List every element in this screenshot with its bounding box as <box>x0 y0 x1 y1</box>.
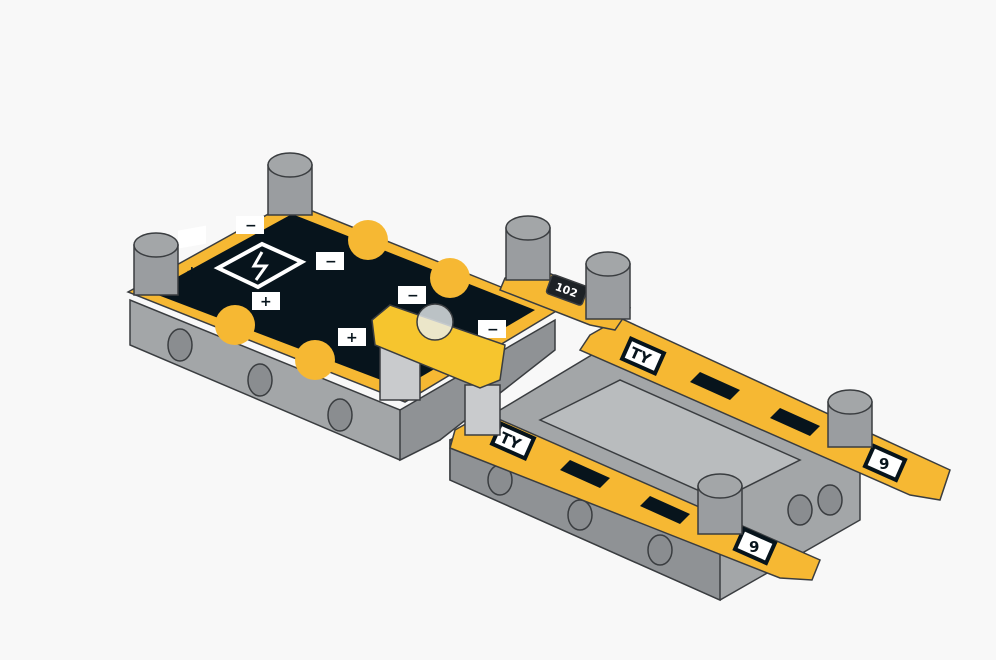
minus-label: − <box>325 254 337 270</box>
battery-charging-icon <box>213 241 307 290</box>
pin <box>697 473 743 535</box>
pin <box>133 232 179 296</box>
pins <box>133 152 873 535</box>
upper-strip: TY 9 <box>578 317 951 501</box>
pin <box>267 152 313 216</box>
pin <box>505 215 551 281</box>
upper-strip-label-bg <box>619 335 667 377</box>
plus-label: + <box>260 294 272 310</box>
lower-end-label: 9 <box>749 538 759 556</box>
upper-end-label: 9 <box>879 455 889 473</box>
pin <box>827 389 873 448</box>
minus-label: − <box>245 218 257 234</box>
yellow-connector <box>371 303 506 436</box>
minus-label: − <box>487 322 499 338</box>
pin <box>585 251 631 320</box>
plus-label: + <box>186 264 198 280</box>
chip <box>545 274 589 306</box>
lower-strip: TY 9 <box>449 412 821 581</box>
plus-label: + <box>346 330 358 346</box>
minus-label: − <box>407 288 419 304</box>
